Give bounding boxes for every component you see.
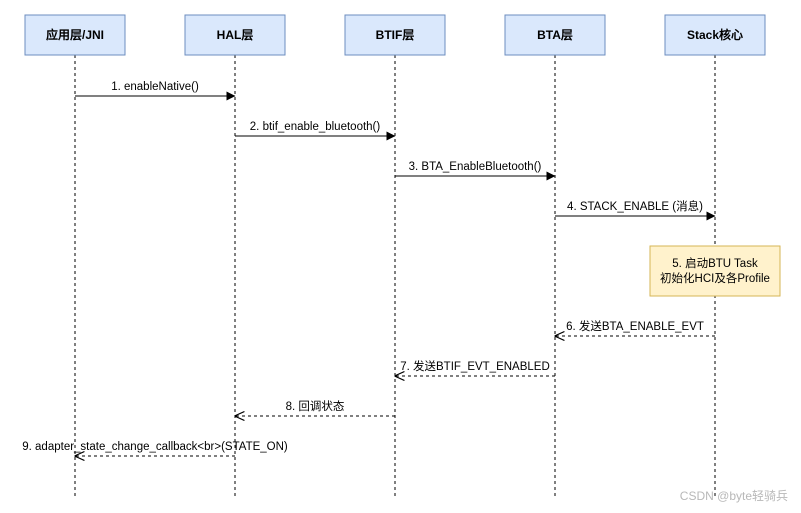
participant-box	[664, 14, 766, 56]
message-label: 6. 发送BTA_ENABLE_EVT	[566, 319, 704, 333]
lifelines	[74, 55, 716, 498]
watermark: CSDN @byte轻骑兵	[680, 489, 788, 503]
message-6: 7. 发送BTIF_EVT_ENABLED	[395, 359, 555, 376]
message-8: 9. adapter_state_change_callback<br>(STA…	[22, 441, 288, 456]
participant-hal: HAL层	[184, 14, 286, 56]
participant-stack: Stack核心	[664, 14, 766, 56]
participant-bta: BTA层	[504, 14, 606, 56]
participant-btif: BTIF层	[344, 14, 446, 56]
participant-box	[24, 14, 126, 56]
message-label: 3. BTA_EnableBluetooth()	[409, 161, 542, 173]
participants: 应用层/JNI HAL层 BTIF层 BTA层 Stack核心	[24, 14, 766, 56]
message-label: 4. STACK_ENABLE (消息)	[567, 199, 703, 213]
note-line: 5. 启动BTU Task	[672, 257, 758, 270]
message-label: 1. enableNative()	[111, 81, 199, 93]
note-box	[649, 245, 781, 297]
participant-box	[184, 14, 286, 56]
participant-label: BTA层	[537, 28, 573, 42]
participant-label: Stack核心	[687, 27, 743, 42]
participant-box	[504, 14, 606, 56]
message-7: 8. 回调状态	[235, 399, 395, 416]
messages: 1. enableNative() 2. btif_enable_bluetoot…	[22, 81, 716, 456]
message-label: 9. adapter_state_change_callback<br>(STA…	[22, 441, 288, 453]
message-label: 8. 回调状态	[286, 399, 345, 413]
message-1: 1. enableNative()	[75, 81, 236, 101]
participant-label: HAL层	[217, 28, 254, 42]
message-label: 2. btif_enable_bluetooth()	[250, 121, 381, 133]
message-3: 3. BTA_EnableBluetooth()	[395, 161, 556, 181]
participant-label: BTIF层	[376, 28, 415, 42]
participant-label: 应用层/JNI	[46, 27, 104, 42]
note-line: 初始化HCI及各Profile	[660, 271, 770, 285]
message-2: 2. btif_enable_bluetooth()	[235, 121, 396, 141]
participant-box	[344, 14, 446, 56]
participant-app: 应用层/JNI	[24, 14, 126, 56]
message-5: 6. 发送BTA_ENABLE_EVT	[555, 319, 715, 336]
message-4: 4. STACK_ENABLE (消息)	[555, 199, 716, 221]
message-label: 7. 发送BTIF_EVT_ENABLED	[400, 359, 550, 373]
